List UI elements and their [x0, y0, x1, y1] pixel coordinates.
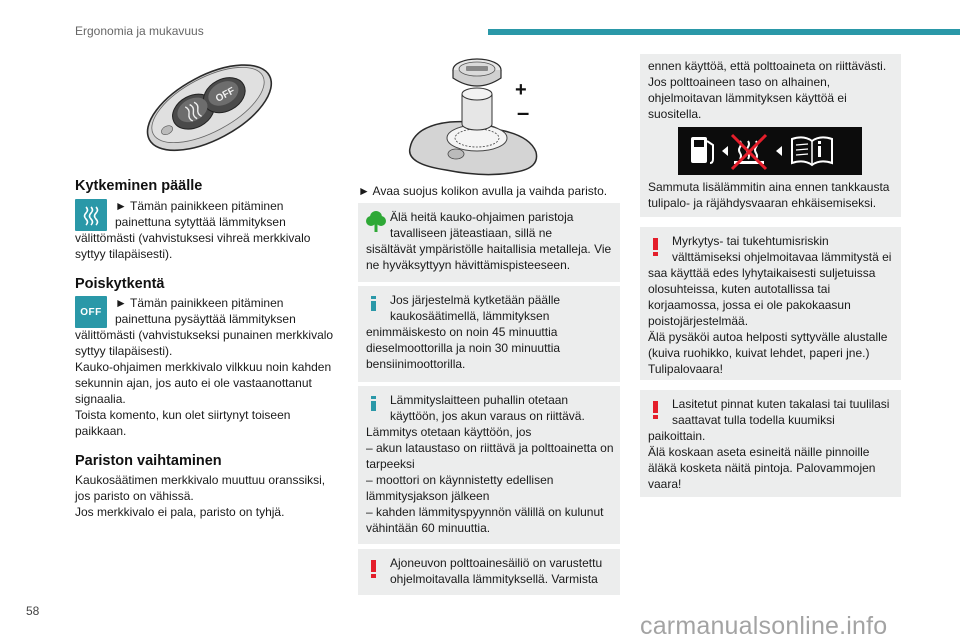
heading-battery-change: Pariston vaihtaminen [75, 453, 222, 469]
svg-text:–: – [517, 100, 529, 125]
off-icon: OFF [75, 296, 107, 328]
box-info-duration: Jos järjestelmä kytketään päälle kaukosä… [358, 286, 620, 382]
box-info-conditions-text: Lämmityslaitteen puhallin otetaan käyttö… [366, 392, 614, 536]
box-warning-hot-glass: Lasitetut pinnat kuten takalasi tai tuul… [640, 390, 901, 497]
refuel-heater-infographic [678, 127, 862, 175]
box-info-conditions-line: – akun lataustaso on riittävä ja polttoa… [366, 441, 614, 471]
warning-exclamation-icon [371, 560, 376, 578]
remote-control-illustration: OFF [146, 64, 273, 152]
fuel-pump-icon [691, 137, 714, 164]
switch-off-p3: Toista komento, kun olet siirtynyt toise… [75, 408, 291, 438]
box-environment-rest: sisältävät ympäristölle haitallisia meta… [366, 242, 612, 272]
box-info-duration-rest: enimmäiskesto on noin 45 minuuttia diese… [366, 325, 561, 371]
battery-text: Kaukosäätimen merkkivalo muuttuu oranssi… [75, 472, 343, 520]
box-warning-hot-glass-first: Lasitetut pinnat kuten takalasi tai tuul… [672, 397, 890, 427]
box-warning-poisoning-rest: saa käyttää edes lyhytaikaisesti suljetu… [648, 266, 876, 328]
svg-text:+: + [515, 79, 527, 101]
box-info-conditions: Lämmityslaitteen puhallin otetaan käyttö… [358, 386, 620, 544]
box-fuel-continued-text: ennen käyttöä, että polttoaineta on riit… [648, 59, 887, 121]
box-warning-poisoning-p2: Älä pysäköi autoa helposti syttyvälle al… [648, 330, 888, 376]
box-info-conditions-line: – moottori on käynnistetty edellisen läm… [366, 473, 554, 503]
running-header: Ergonomia ja mukavuus [75, 24, 204, 38]
switch-off-line1: ► Tämän painikkeen pitäminen [115, 296, 284, 310]
off-icon-label: OFF [80, 306, 102, 318]
box-warning-poisoning: Myrkytys- tai tukehtumisriskin välttämis… [640, 227, 901, 380]
switch-on-line2: painettuna sytyttää lämmityksen [115, 215, 286, 229]
switch-off-rest: välittömästi (vahvistukseksi punainen me… [75, 328, 334, 358]
switch-off-text: ► Tämän painikkeen pitäminen painettuna … [75, 295, 339, 439]
watermark-text: carmanualsonline.info [640, 612, 888, 640]
header-accent-bar [488, 29, 960, 35]
box-info-duration-first: Jos järjestelmä kytketään päälle kaukosä… [390, 293, 561, 323]
manual-book-icon [791, 136, 833, 167]
warning-exclamation-icon [653, 401, 658, 419]
box-warning-poisoning-first: Myrkytys- tai tukehtumisriskin välttämis… [672, 234, 892, 264]
box-warning-fuel-first: Ajoneuvon polttoainesäiliö on varustettu… [390, 556, 603, 586]
heater-crossed-icon [730, 133, 768, 171]
heater-on-icon [75, 199, 107, 231]
switch-off-line2: painettuna pysäyttää lämmityksen [115, 312, 296, 326]
box-warning-hot-glass-p2: Älä koskaan aseta esineitä näille pinnoi… [648, 445, 876, 491]
info-icon [371, 296, 376, 311]
box-warning-fuel: Ajoneuvon polttoainesäiliö on varustettu… [358, 549, 620, 595]
box-warning-hot-glass-text: Lasitetut pinnat kuten takalasi tai tuul… [648, 396, 895, 492]
box-info-conditions-line: – kahden lämmityspyynnön välillä on kulu… [366, 505, 604, 535]
box-warning-fuel-text: Ajoneuvon polttoainesäiliö on varustettu… [366, 555, 614, 587]
switch-on-rest: välittömästi (vahvistuksesi vihreä merkk… [75, 231, 311, 261]
box-environment-text: Älä heitä kauko-ohjaimen paristoja taval… [366, 209, 614, 273]
box-fuel-continued-after: Sammuta lisälämmitin aina ennen tankkaus… [648, 180, 890, 210]
box-environment-first: Älä heitä kauko-ohjaimen paristoja taval… [390, 210, 574, 240]
switch-off-p2: Kauko-ohjaimen merkkivalo vilkkuu noin k… [75, 360, 332, 406]
battery-cover-illustration: + – [408, 58, 538, 176]
heading-switch-off: Poiskytkentä [75, 276, 165, 292]
heading-switch-on: Kytkeminen päälle [75, 178, 203, 194]
battery-p1: Kaukosäätimen merkkivalo muuttuu oranssi… [75, 473, 326, 503]
switch-on-line1: ► Tämän painikkeen pitäminen [115, 199, 284, 213]
page-number: 58 [26, 604, 40, 618]
box-info-conditions-first: Lämmityslaitteen puhallin otetaan käyttö… [390, 393, 585, 423]
box-info-conditions-line: Lämmitys otetaan käyttöön, jos [366, 425, 532, 439]
box-warning-hot-glass-rest: paikoittain. [648, 429, 706, 443]
battery-instruction: ► Avaa suojus kolikon avulla ja vaihda p… [358, 184, 608, 198]
box-environment: Älä heitä kauko-ohjaimen paristoja taval… [358, 203, 620, 282]
box-info-duration-text: Jos järjestelmä kytketään päälle kaukosä… [366, 292, 614, 372]
battery-p2: Jos merkkivalo ei pala, paristo on tyhjä… [75, 505, 285, 519]
warning-exclamation-icon [653, 238, 658, 256]
box-fuel-continued: ennen käyttöä, että polttoaineta on riit… [640, 54, 901, 217]
switch-on-text: ► Tämän painikkeen pitäminen painettuna … [75, 198, 337, 262]
box-warning-poisoning-text: Myrkytys- tai tukehtumisriskin välttämis… [648, 233, 895, 377]
tree-eco-icon [366, 211, 386, 232]
info-icon [371, 396, 376, 411]
